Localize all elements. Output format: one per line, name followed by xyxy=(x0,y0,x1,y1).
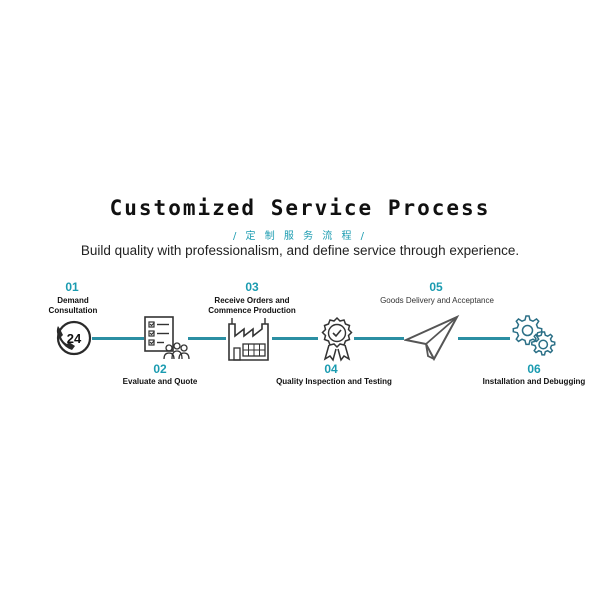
step-label-line: Goods Delivery and Acceptance xyxy=(380,296,494,305)
chinese-subtitle: / 定 制 服 务 流 程 / xyxy=(233,231,367,242)
connector-line-2 xyxy=(188,337,226,340)
step-label: Installation and Debugging xyxy=(476,377,592,387)
page-title: Customized Service Process xyxy=(109,196,491,220)
step-label: Demand Consultation xyxy=(33,296,113,316)
step-number: 02 xyxy=(153,362,167,376)
step-label: Evaluate and Quote xyxy=(110,377,210,387)
connector-line-4 xyxy=(354,337,404,340)
step-label-line: Quality Inspection and Testing xyxy=(276,377,392,386)
step-label: Goods Delivery and Acceptance xyxy=(364,296,510,306)
step-number: 01 xyxy=(65,280,79,294)
step-number: 03 xyxy=(245,280,259,294)
step-label-line: Consultation xyxy=(48,306,98,315)
step-label-line: Demand xyxy=(57,296,89,305)
step-number: 06 xyxy=(527,362,541,376)
award-badge-icon xyxy=(321,316,353,362)
step-label-line: Evaluate and Quote xyxy=(122,377,198,386)
step-number: 04 xyxy=(324,362,338,376)
factory-icon xyxy=(228,318,269,361)
phone-24-icon: 24 xyxy=(56,320,92,356)
checklist-team-icon xyxy=(144,316,190,360)
step-label: Receive Orders and Commence Production xyxy=(198,296,306,316)
step-label: Quality Inspection and Testing xyxy=(264,377,404,387)
step-label-line: Receive Orders and xyxy=(214,296,290,305)
gears-icon xyxy=(512,315,556,356)
connector-line-5 xyxy=(458,337,510,340)
connector-line-1 xyxy=(92,337,144,340)
step-label-line: Commence Production xyxy=(208,306,296,315)
connector-line-3 xyxy=(272,337,318,340)
paper-plane-icon xyxy=(404,314,460,362)
tagline: Build quality with professionalism, and … xyxy=(80,243,520,258)
step-number: 05 xyxy=(429,280,443,294)
phone-24-text: 24 xyxy=(67,331,82,346)
step-label-line: Installation and Debugging xyxy=(482,377,586,386)
